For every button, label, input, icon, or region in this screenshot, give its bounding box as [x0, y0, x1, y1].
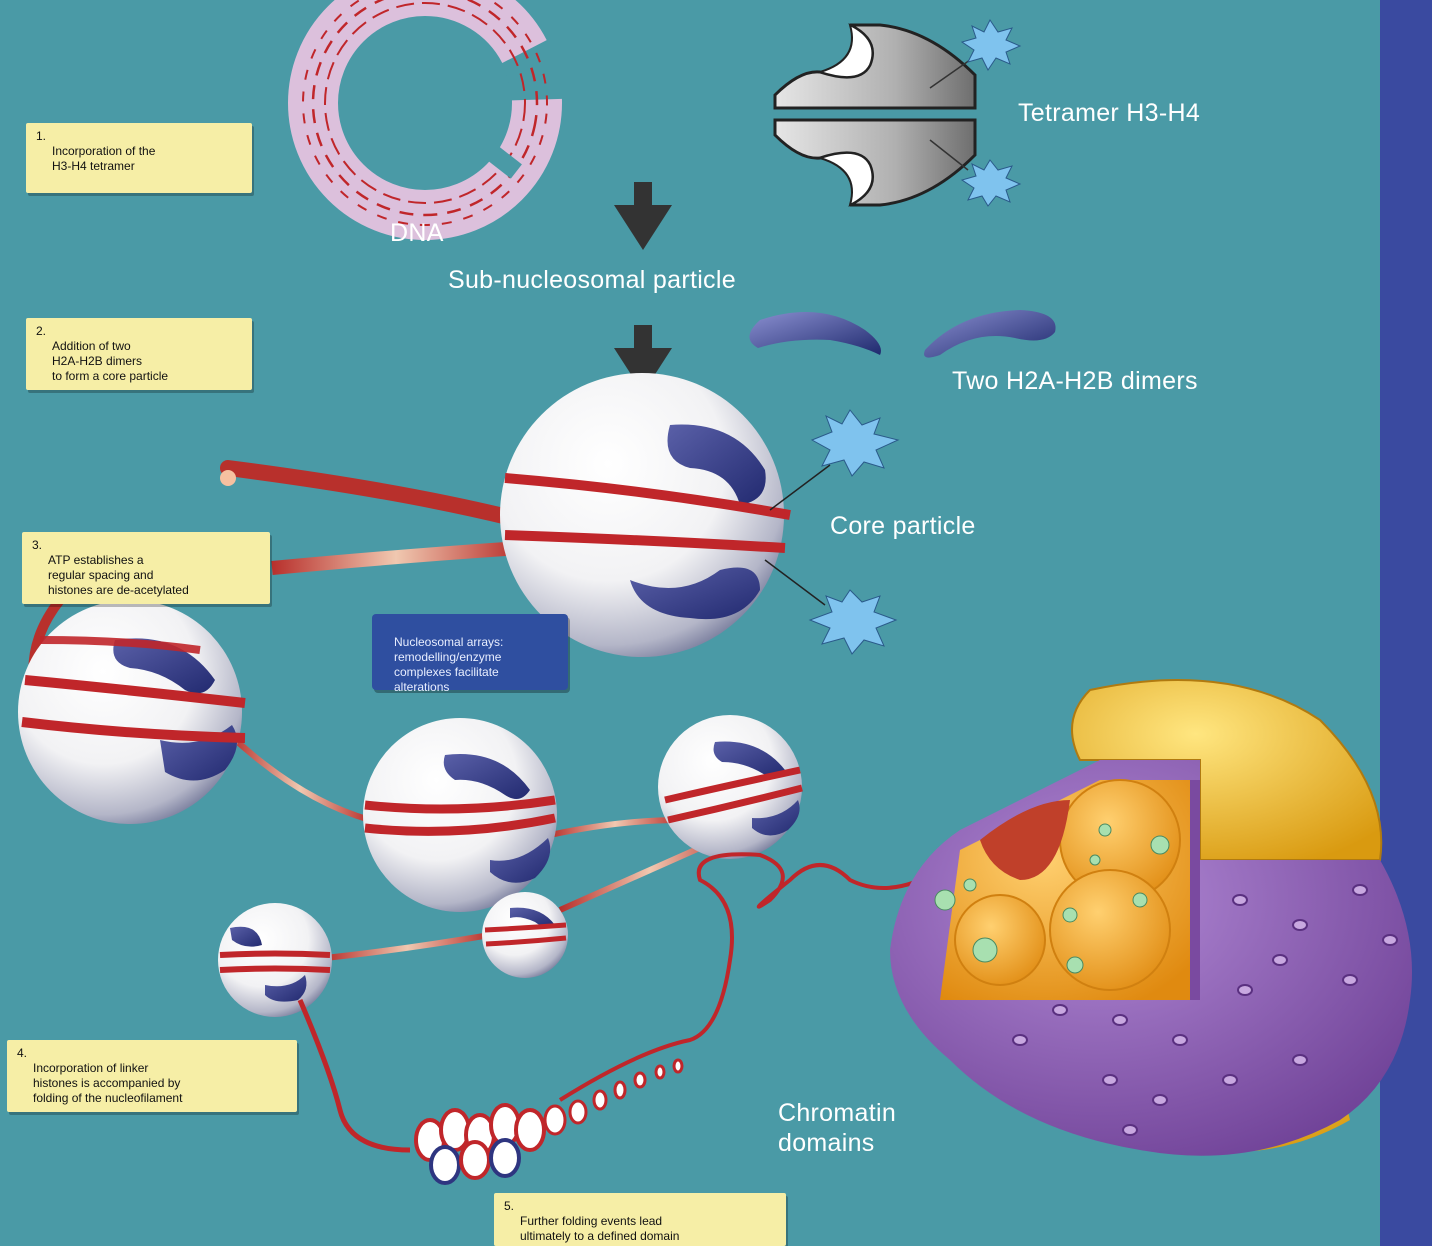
dna-ring-illustration	[293, 0, 557, 235]
step-note-2: 2. Addition of two H2A-H2B dimers to form…	[26, 318, 252, 390]
acetyl-star	[810, 590, 896, 654]
dimers-illustration	[749, 310, 1055, 358]
step-text: Addition of two H2A-H2B dimers to form a…	[52, 339, 168, 383]
step-note-3: 3. ATP establishes a regular spacing and …	[22, 532, 270, 604]
step-number: 4.	[17, 1046, 27, 1061]
acetyl-star	[812, 410, 898, 476]
chromatin-domains-label: Chromatin domains	[778, 1098, 896, 1158]
step-number: 5.	[504, 1199, 514, 1214]
callout-text: Nucleosomal arrays: remodelling/enzyme c…	[394, 635, 503, 694]
step-number: 1.	[36, 129, 46, 144]
nucleosomal-arrays-callout: Nucleosomal arrays: remodelling/enzyme c…	[372, 614, 568, 690]
down-arrow-1	[614, 182, 672, 250]
step-text: Incorporation of the H3-H4 tetramer	[52, 144, 155, 173]
core-particle-label: Core particle	[830, 511, 976, 541]
sub-nucleosomal-label: Sub-nucleosomal particle	[448, 265, 736, 295]
step-note-4: 4. Incorporation of linker histones is ac…	[7, 1040, 297, 1112]
acetyl-star	[962, 160, 1020, 206]
step-number: 3.	[32, 538, 42, 553]
nucleus-illustration	[890, 680, 1412, 1156]
tetramer-label: Tetramer H3-H4	[1018, 98, 1200, 128]
acetyl-star	[962, 20, 1020, 70]
step-text: Incorporation of linker histones is acco…	[33, 1061, 182, 1105]
step-note-5: 5. Further folding events lead ultimately…	[494, 1193, 786, 1246]
step-note-1: 1. Incorporation of the H3-H4 tetramer	[26, 123, 252, 193]
dimers-label: Two H2A-H2B dimers	[952, 366, 1198, 396]
step-text: ATP establishes a regular spacing and hi…	[48, 553, 189, 597]
tetramer-illustration	[775, 20, 1020, 206]
step-text: Further folding events lead ultimately t…	[520, 1214, 684, 1246]
dna-label: DNA	[390, 218, 444, 248]
step-number: 2.	[36, 324, 46, 339]
